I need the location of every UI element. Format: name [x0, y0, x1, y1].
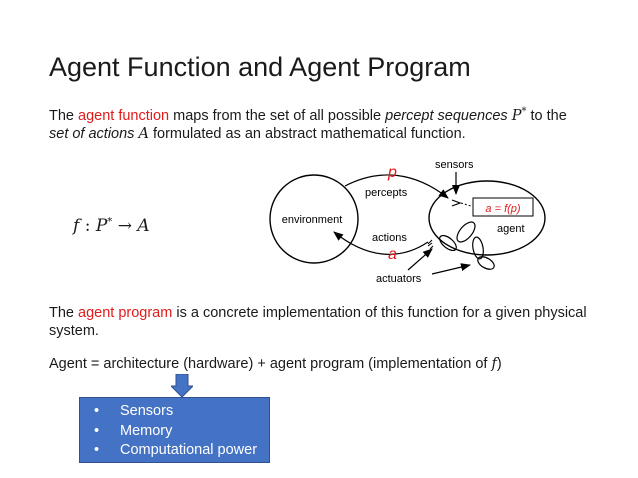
- intro-text: to the: [526, 107, 567, 124]
- item-computational-power: Computational power: [120, 442, 258, 458]
- formula-a: A: [137, 216, 150, 236]
- actuators-pointer-2: [431, 263, 471, 275]
- set-of-actions-term: set of actions: [49, 125, 135, 142]
- intro-text: The: [49, 107, 79, 124]
- actuators-pointer-1: [407, 248, 433, 271]
- formula-f: f: [73, 216, 80, 236]
- agent-definition-line: Agent = architecture (hardware) + agent …: [49, 355, 609, 373]
- agent-function-formula: f : P* → A: [73, 216, 150, 236]
- kleene-star: *: [521, 106, 527, 117]
- bullet-icon: •: [94, 403, 100, 419]
- sensor-eye-icon: [451, 199, 462, 207]
- actions-label: actions: [372, 232, 407, 244]
- formula-colon: :: [79, 216, 96, 236]
- action-a-label: a: [388, 246, 397, 263]
- formula-p: P: [95, 216, 108, 236]
- percept-sequences-term: percept sequences: [385, 107, 508, 124]
- formula-star: *: [107, 216, 113, 228]
- bullet-icon: •: [94, 422, 100, 439]
- item-memory: Memory: [120, 422, 173, 439]
- percepts-arrow: [344, 174, 449, 199]
- sensor-link: [460, 202, 472, 207]
- program-text: is a concrete implementation of this fun…: [49, 305, 587, 339]
- architecture-components-box: • Sensors • Memory • Computational power: [79, 397, 270, 463]
- sensors-label: sensors: [435, 159, 474, 171]
- actuator-arm-icon: [427, 221, 495, 270]
- formula-arrow: →: [112, 216, 138, 236]
- percepts-label: percepts: [365, 187, 408, 199]
- agent-ellipse: [428, 180, 546, 256]
- agent-function-highlight: agent function: [78, 107, 170, 124]
- percept-p-label: p: [387, 164, 397, 181]
- slide-title: Agent Function and Agent Program: [49, 52, 471, 82]
- environment-circle: [269, 174, 359, 264]
- down-arrow-icon: [171, 374, 193, 398]
- intro-text: formulated as an abstract mathematical f…: [148, 125, 466, 142]
- intro-text: maps from the set of all possible: [169, 107, 386, 124]
- percept-symbol: P: [511, 107, 522, 124]
- equation-label: a = f(p): [485, 203, 520, 215]
- item-sensors: Sensors: [120, 403, 174, 419]
- agent-label: agent: [497, 223, 525, 235]
- list-item: • Computational power: [94, 441, 269, 461]
- equation-box: [472, 197, 534, 217]
- list-item: • Memory: [94, 422, 269, 442]
- agent-program-highlight: agent program: [78, 305, 173, 321]
- actions-arrow: [333, 231, 429, 255]
- agent-line-f: f: [491, 356, 497, 372]
- bullet-icon: •: [94, 442, 100, 458]
- component-list: • Sensors • Memory • Computational power: [80, 398, 269, 461]
- list-item: • Sensors: [94, 402, 269, 422]
- action-symbol: A: [138, 125, 149, 142]
- agent-line-text: ): [496, 356, 502, 372]
- program-text: The: [49, 305, 79, 321]
- agent-line-text: Agent = architecture (hardware) + agent …: [49, 356, 492, 372]
- agent-function-paragraph: The agent function maps from the set of …: [49, 103, 609, 143]
- agent-program-paragraph: The agent program is a concrete implemen…: [49, 304, 609, 340]
- actuators-label: actuators: [376, 273, 422, 285]
- environment-label: environment: [282, 214, 343, 226]
